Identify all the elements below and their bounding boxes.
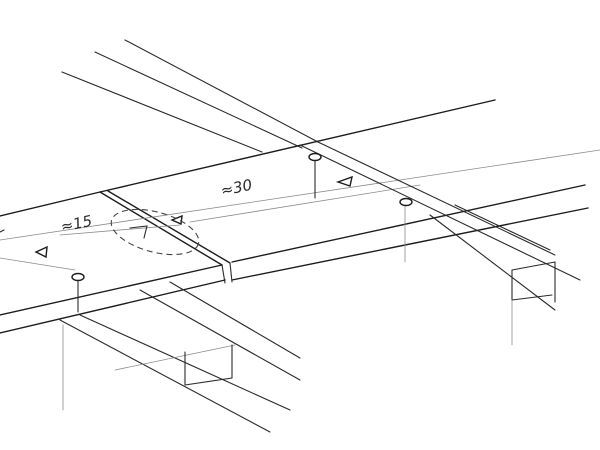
main-plank [0, 99, 589, 334]
post-left [71, 272, 85, 313]
post-middle [308, 152, 322, 199]
arrow-marks [0, 175, 353, 259]
cross-beams [59, 141, 581, 433]
guide-lines [0, 149, 600, 271]
lower-box-left [62, 324, 236, 411]
post-right [399, 197, 413, 207]
upper-rails [61, 39, 319, 153]
lower-box-right [404, 204, 556, 346]
joint-highlight [110, 208, 200, 256]
dimension-label-right: ≈30 [219, 176, 254, 200]
